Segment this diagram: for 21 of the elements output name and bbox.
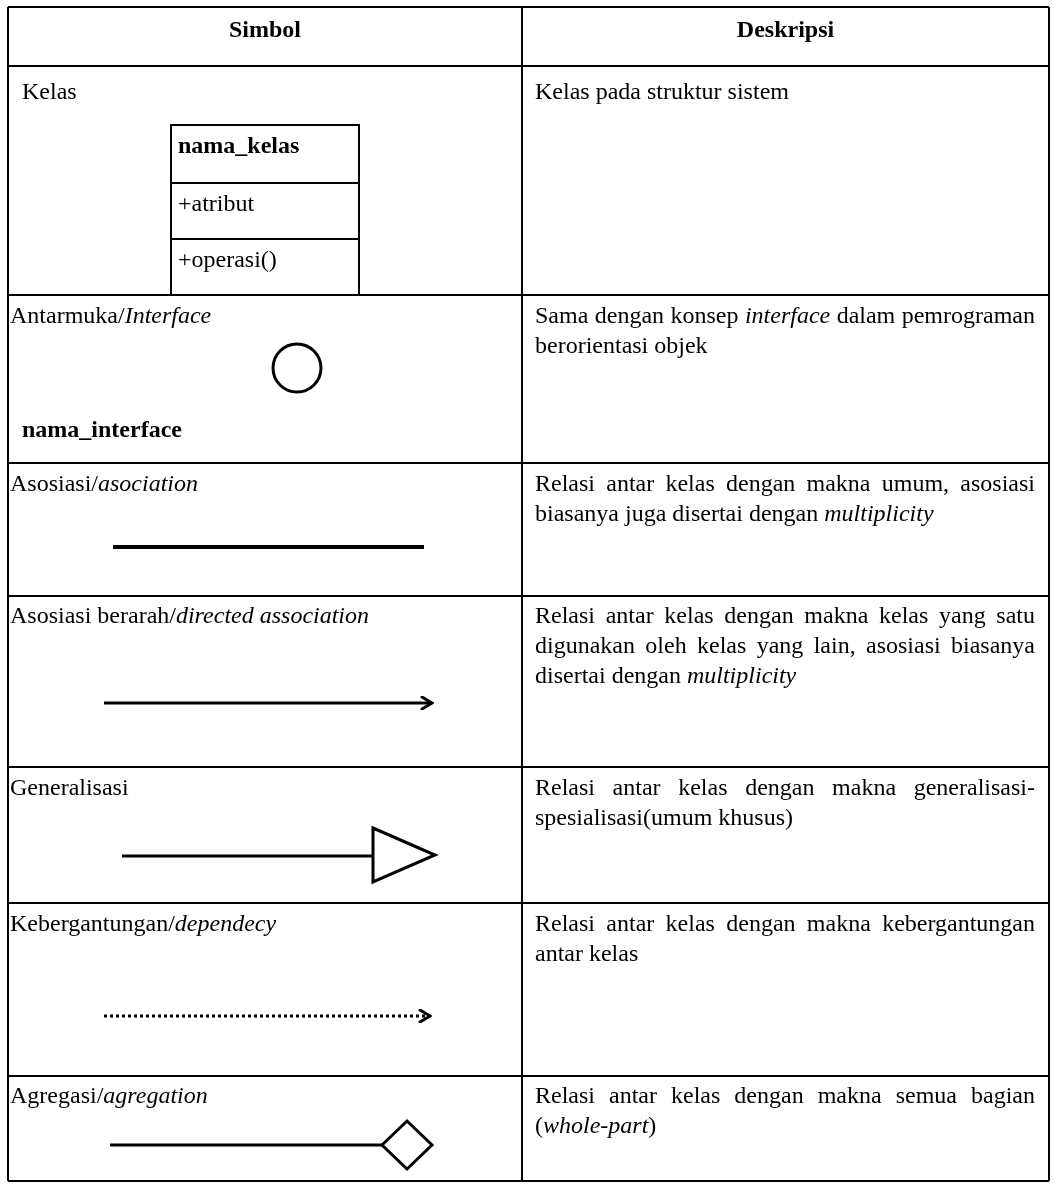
column-header: Deskripsi [735,15,836,44]
attribute-text: +atribut [172,182,358,238]
symbol-name: Asosiasi berarah/directed association [10,601,370,630]
description-text: Kelas pada struktur sistem [535,77,789,106]
symbol-name: Agregasi/agregation [10,1081,208,1110]
description-text: Relasi antar kelas dengan makna umum, asosiasi biasanya juga disertai dengan multiplicity [535,469,1035,528]
symbol-name: Asosiasi/asociation [10,469,198,498]
description-text: Sama dengan konsep interface dalam pemrograman berorientasi objek [535,301,1035,360]
symbol-name: Kebergantungan/dependecy [10,909,277,938]
description-text: Relasi antar kelas dengan makna kebergantungan antar kelas [535,909,1035,968]
operation-text: +operasi() [172,238,358,294]
class-name: nama_kelas [177,131,301,160]
class-box [170,124,360,296]
description-text: Relasi antar kelas dengan makna kelas yang satu digunakan oleh kelas yang lain, asosiasi biasanya disertai dengan multiplicity [535,601,1035,690]
symbol-name: Kelas [22,77,77,106]
description-text: Relasi antar kelas dengan makna semua bagian (whole-part) [535,1081,1035,1140]
description-text: Relasi antar kelas dengan makna generalisasi-spesialisasi(umum khusus) [535,773,1035,832]
interface-name-label: nama_interface [22,415,182,444]
symbol-name: Generalisasi [10,773,129,802]
symbol-name: Antarmuka/Interface [10,301,212,330]
column-header: Simbol [228,15,302,44]
